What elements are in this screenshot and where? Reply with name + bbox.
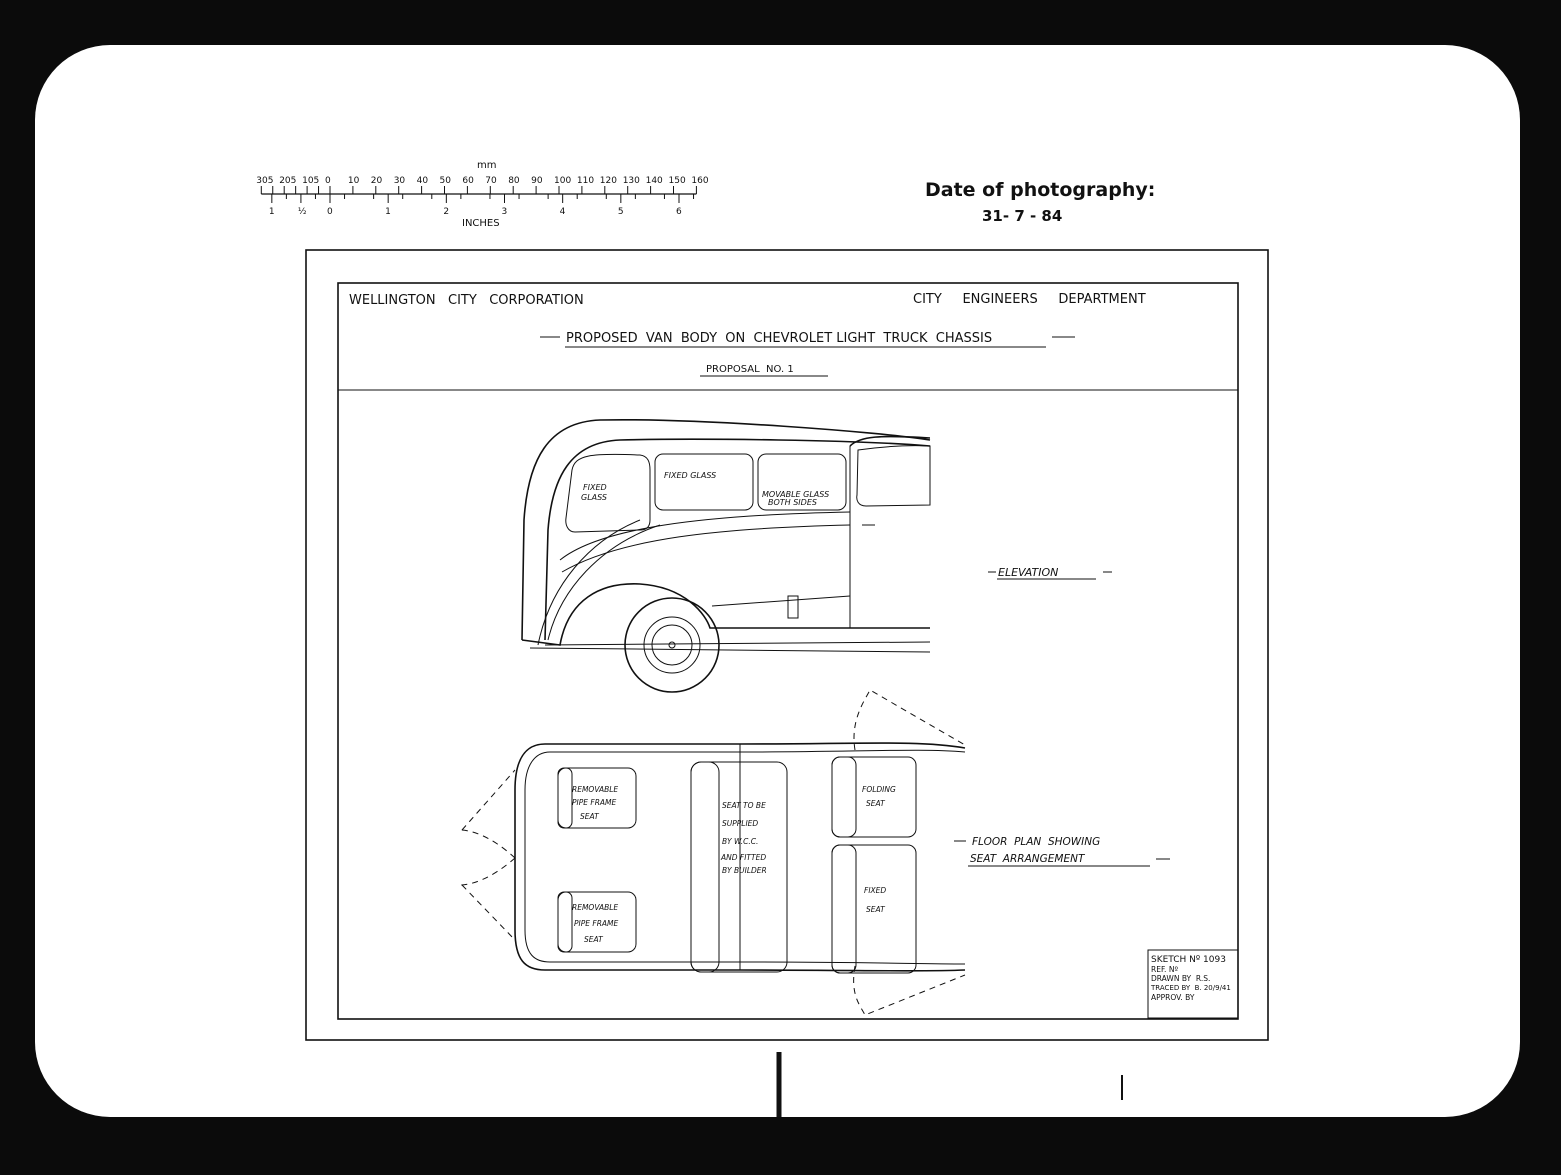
seat-label: REMOVABLE (572, 903, 618, 912)
mm-tick-label: 70 (485, 176, 497, 186)
seat-label: AND FITTED (720, 853, 766, 862)
reference-number: REF. Nº (1151, 965, 1178, 974)
mm-tick-label: 50 (440, 176, 452, 186)
seat-label: FOLDING (862, 785, 896, 794)
mm-tick-label: 130 (623, 176, 640, 186)
inch-tick-label: 3 (501, 207, 507, 217)
paper (35, 45, 1520, 1117)
approved-by: APPROV. BY (1151, 993, 1195, 1002)
mm-tick-label: 60 (462, 176, 474, 186)
seat-label: SEAT (866, 905, 886, 914)
elevation-label: ELEVATION (998, 566, 1058, 579)
inch-tick-label: 1 (385, 207, 391, 217)
mm-tick-label: 90 (531, 176, 543, 186)
scale-unit-mm: mm (477, 160, 496, 171)
traced-by: TRACED BY B. 20/9/41 (1150, 984, 1231, 992)
mm-tick-label: 40 (417, 176, 429, 186)
window-label: GLASS (581, 493, 607, 502)
mm-tick-label: 5 (291, 176, 297, 186)
mm-tick-label: 140 (646, 176, 663, 186)
mm-tick-label: 120 (600, 176, 617, 186)
inch-tick-label: 0 (327, 207, 333, 217)
photo-date-label: Date of photography: (925, 179, 1155, 201)
window-label: FIXED (583, 483, 607, 492)
sketch-info-box (1147, 949, 1239, 1019)
mm-tick-label: 10 (302, 176, 314, 186)
mm-tick-label: 30 (394, 176, 406, 186)
seat-label: FIXED (864, 886, 886, 895)
seat-label: REMOVABLE (572, 785, 618, 794)
window-label: MOVABLE GLASS (762, 490, 829, 499)
proposal-number: PROPOSAL NO. 1 (706, 364, 794, 375)
seat-label: SEAT (580, 812, 600, 821)
seat-label: PIPE FRAME (572, 798, 617, 807)
seat-label: SEAT TO BE (722, 801, 766, 810)
van-elevation (521, 419, 931, 693)
mm-tick-label: 0 (325, 176, 331, 186)
seat-label: BY BUILDER (722, 866, 767, 875)
seat-label: SUPPLIED (722, 819, 758, 828)
mm-tick-label: 110 (577, 176, 594, 186)
mm-tick-label: 20 (279, 176, 291, 186)
drawn-by: DRAWN BY R.S. (1151, 974, 1210, 983)
mm-tick-label: 80 (508, 176, 520, 186)
window-label: BOTH SIDES (768, 498, 817, 507)
floor-plan-label-line2: SEAT ARRANGEMENT (970, 853, 1086, 865)
photo-date-value: 31- 7 - 84 (982, 207, 1062, 225)
seat-label: BY W.C.C. (722, 837, 758, 846)
department-name: CITY ENGINEERS DEPARTMENT (913, 292, 1146, 307)
window-label: FIXED GLASS (664, 471, 716, 480)
inch-tick-label: ½ (298, 207, 307, 217)
seat-label: SEAT (866, 799, 886, 808)
window-fixed-glass-rear (565, 453, 651, 533)
inch-tick-label: 6 (676, 207, 682, 217)
sketch-number: SKETCH Nº 1093 (1151, 955, 1226, 965)
sheet-outer-border (305, 249, 1269, 1041)
drawing-title: PROPOSED VAN BODY ON CHEVROLET LIGHT TRU… (566, 331, 992, 346)
floor-plan (459, 689, 966, 1016)
mm-tick-label: 150 (669, 176, 686, 186)
inch-tick-label: 4 (560, 207, 566, 217)
sheet-inner-border (337, 282, 1239, 1020)
mm-tick-label: 5 (268, 176, 274, 186)
mm-tick-label: 160 (691, 176, 708, 186)
mm-tick-label: 30 (256, 176, 268, 186)
inch-tick-label: 2 (443, 207, 449, 217)
mm-tick-label: 10 (348, 176, 360, 186)
seat-label: PIPE FRAME (574, 919, 619, 928)
floor-plan-label-line1: FLOOR PLAN SHOWING (972, 836, 1100, 848)
scale-unit-inches: INCHES (462, 218, 500, 229)
inch-tick-label: 1 (269, 207, 275, 217)
window-fixed-glass (654, 453, 754, 511)
window-movable-glass (757, 453, 847, 511)
mm-tick-label: 100 (554, 176, 571, 186)
mm-tick-label: 20 (371, 176, 383, 186)
organization-name: WELLINGTON CITY CORPORATION (349, 293, 584, 308)
mm-tick-label: 5 (314, 176, 320, 186)
inch-tick-label: 5 (618, 207, 624, 217)
seat-label: SEAT (584, 935, 604, 944)
